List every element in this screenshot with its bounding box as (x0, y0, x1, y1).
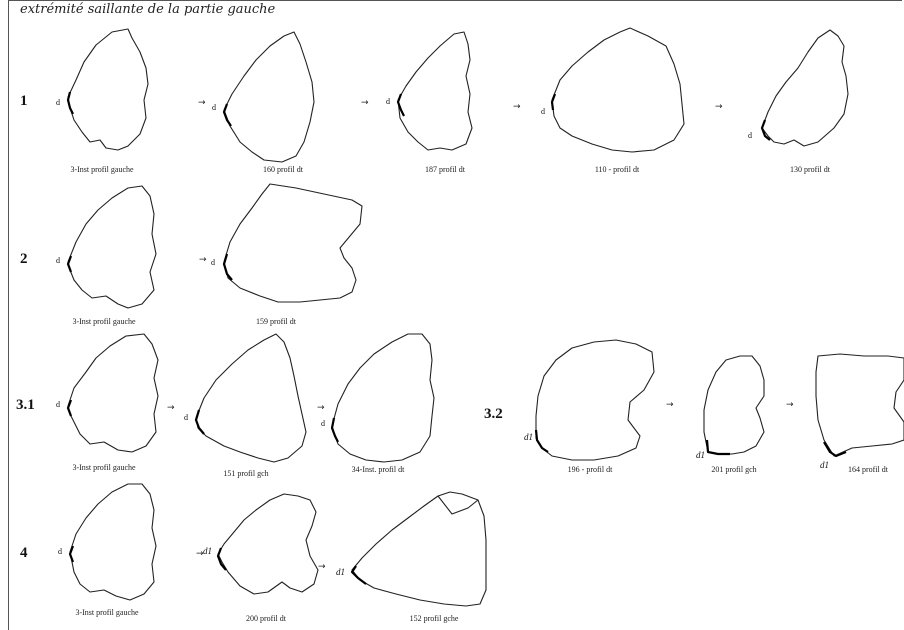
row-label-1: 1 (20, 93, 28, 110)
arrow: → (199, 255, 207, 265)
caption-r1-4: 110 - profil dt (595, 165, 639, 174)
caption-r4-2: 200 profil dt (246, 614, 286, 623)
outline-r3-1 (68, 334, 158, 452)
point-d1: d1 (820, 460, 829, 470)
row-label-3-1: 3.1 (16, 397, 35, 414)
arrow: → (361, 98, 369, 108)
caption-r4-3: 152 profil gche (410, 614, 459, 623)
outline-r4-2 (218, 494, 318, 594)
edge-r3-6 (824, 442, 846, 456)
outline-r1-1 (68, 29, 148, 150)
point-d: d (56, 400, 60, 409)
point-d: d (211, 258, 215, 267)
point-d: d (184, 413, 188, 422)
point-d: d (321, 419, 325, 428)
caption-r1-2: 160 profil dt (263, 165, 303, 174)
outline-r3-4 (536, 340, 654, 460)
edge-r2-2 (224, 254, 232, 280)
point-d: d (212, 103, 216, 112)
outline-r2-1 (68, 186, 156, 308)
arrow: → (715, 102, 723, 112)
arrow: → (317, 403, 325, 413)
edge-r4-1 (70, 546, 73, 562)
edge-r4-3 (352, 566, 366, 584)
caption-r3-4: 196 - profil dt (568, 465, 613, 474)
point-d1: d1 (203, 546, 212, 556)
outline-r3-5 (704, 356, 764, 454)
edge-r1-2 (224, 104, 231, 126)
row-label-2: 2 (20, 251, 28, 268)
caption-r2-2: 159 profil dt (256, 317, 296, 326)
point-d1: d1 (696, 450, 705, 460)
caption-r3-5: 201 profil gch (711, 465, 756, 474)
edge-r3-5 (707, 440, 730, 454)
arrow: → (318, 562, 326, 572)
row-label-3-2: 3.2 (484, 406, 503, 423)
outline-r4-3-inner (438, 496, 478, 514)
outline-r1-4 (552, 28, 684, 152)
point-d: d (56, 98, 60, 107)
edge-r3-1 (68, 400, 71, 416)
outline-r1-2 (224, 32, 314, 162)
edge-r2-1 (68, 256, 71, 272)
caption-r3-2: 151 profil gch (223, 469, 268, 478)
caption-r3-1: 3-Inst profil gauche (72, 463, 135, 472)
arrow: → (513, 102, 521, 112)
outline-r3-3 (332, 334, 434, 462)
edge-r1-4 (552, 94, 555, 110)
caption-r4-1: 3-Inst profil gauche (75, 608, 138, 617)
arrow: → (786, 400, 794, 410)
outline-r3-6 (816, 354, 904, 456)
edge-r3-3 (332, 418, 338, 442)
point-d1: d1 (336, 567, 345, 577)
row-label-4: 4 (20, 545, 28, 562)
point-d: d (58, 547, 62, 556)
caption-r1-1: 3-Inst profil gauche (70, 165, 133, 174)
point-d: d (748, 131, 752, 140)
point-d: d (56, 256, 60, 265)
outline-r1-5 (762, 30, 848, 146)
outline-r2-2 (224, 184, 362, 302)
arrow: → (167, 403, 175, 413)
caption-r2-1: 3-Inst profil gauche (72, 317, 135, 326)
arrow: → (666, 400, 674, 410)
edge-r3-2 (196, 410, 204, 434)
edge-r1-1 (68, 92, 73, 114)
caption-r1-3: 187 profil dt (425, 165, 465, 174)
point-d1: d1 (524, 432, 533, 442)
caption-r3-6: 164 profil dt (848, 465, 888, 474)
outline-r3-2 (196, 334, 306, 462)
point-d: d (386, 97, 390, 106)
point-d: d (541, 107, 545, 116)
outline-r4-1 (70, 484, 156, 600)
caption-r3-3: 34-Inst. profil dt (352, 465, 405, 474)
arrow: → (198, 98, 206, 108)
edge-r3-4 (536, 430, 548, 452)
caption-r1-5: 130 profil dt (790, 165, 830, 174)
outline-r1-3 (398, 32, 472, 150)
